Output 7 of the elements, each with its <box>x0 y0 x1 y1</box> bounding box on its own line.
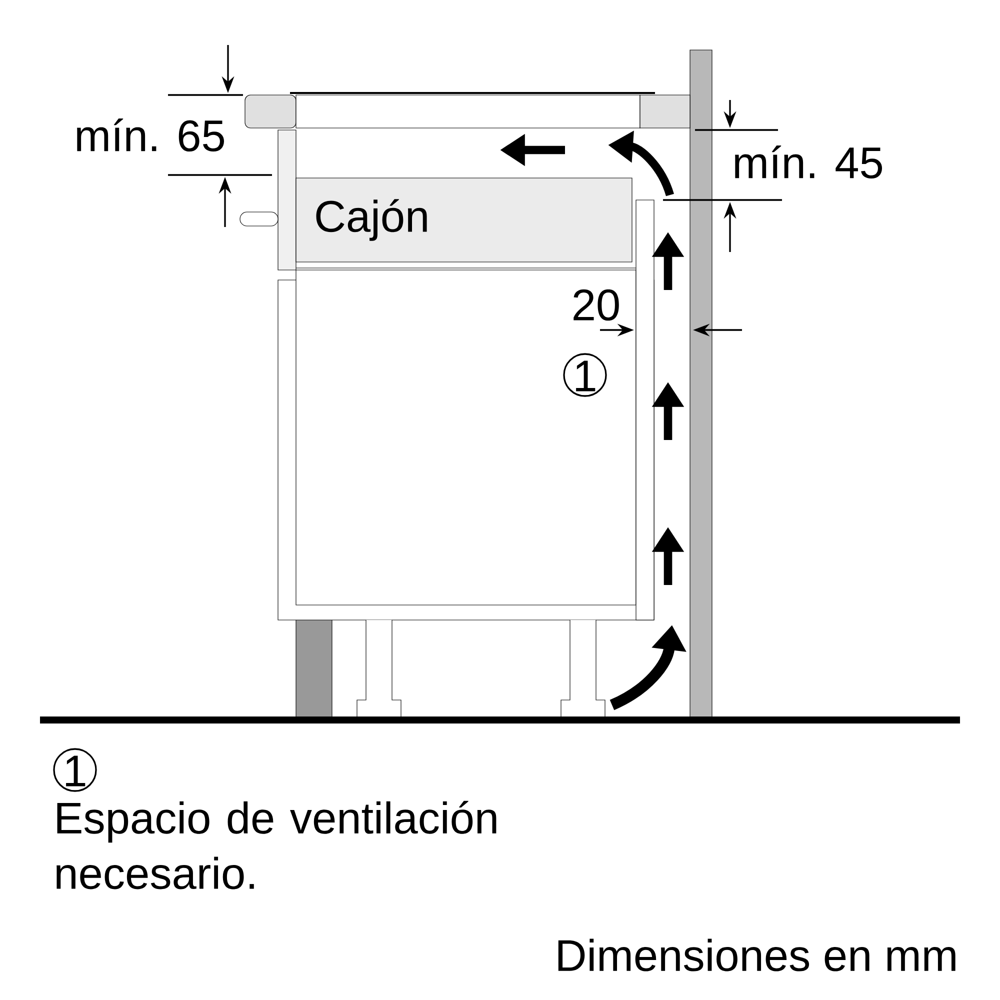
drawer-box: Cajón <box>296 178 632 262</box>
note-text: Espacio de ventilación necesario. <box>56 800 496 890</box>
callout-number: 1 <box>563 353 607 397</box>
dimension-label: mín. 65 <box>77 118 224 152</box>
note-text: Dimensiones en mm <box>558 938 956 972</box>
callout-number: 1 <box>53 748 97 792</box>
dimension-label: mín. 45 <box>735 146 882 179</box>
